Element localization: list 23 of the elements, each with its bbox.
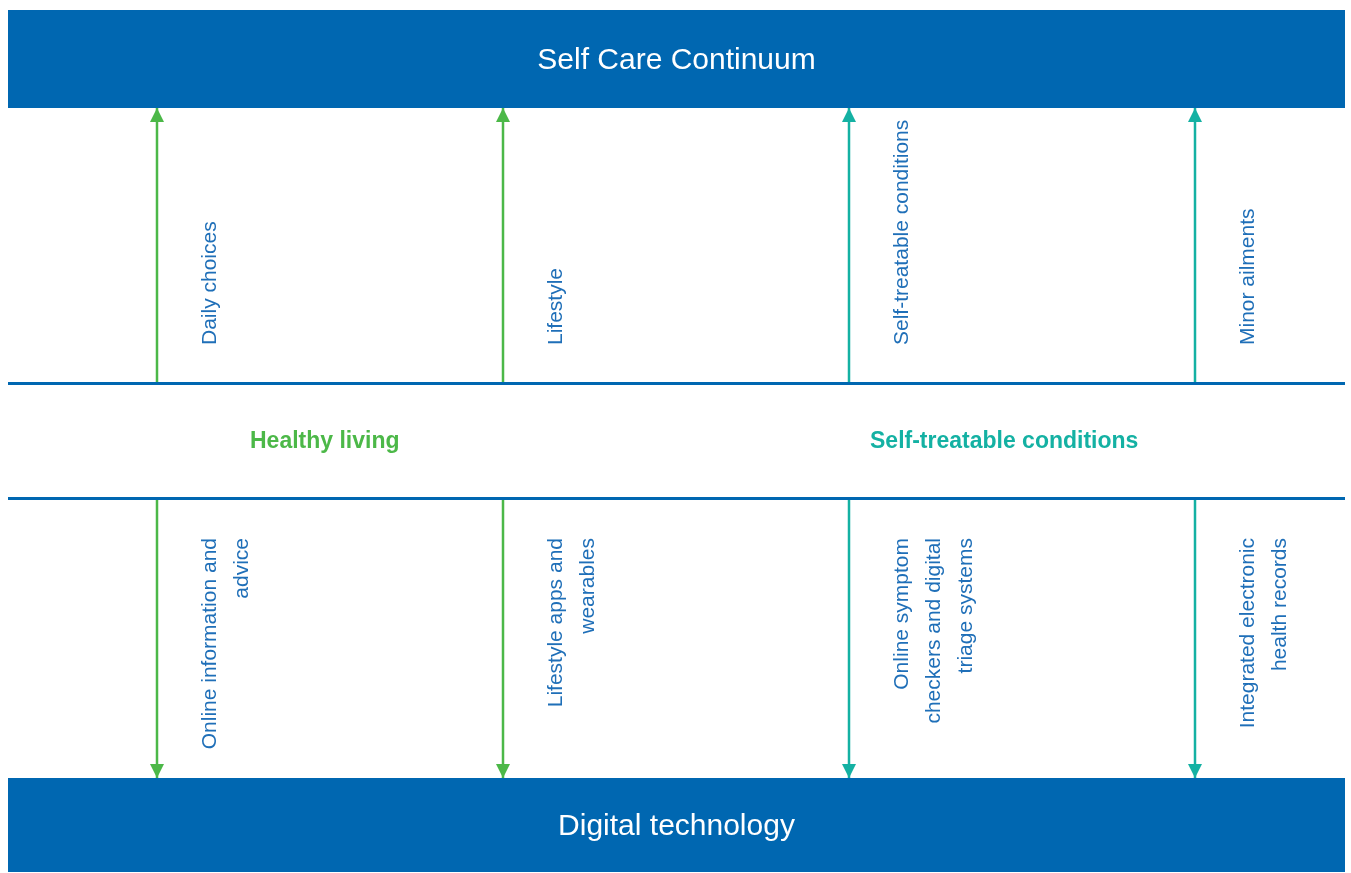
edge-label: Lifestyle apps and wearables xyxy=(542,538,599,710)
arrow xyxy=(842,500,856,778)
category-label: Self-treatable conditions xyxy=(870,427,1139,454)
edge-label: Integrated electronic health records xyxy=(1234,538,1291,731)
arrow xyxy=(496,108,510,382)
edge-label: Daily choices xyxy=(196,220,221,345)
band-title: Self Care Continuum xyxy=(537,42,816,76)
arrow xyxy=(150,500,164,778)
edge-label: Lifestyle xyxy=(542,266,567,345)
band-title: Digital technology xyxy=(558,808,795,842)
arrow xyxy=(496,500,510,778)
edge-label: Minor ailments xyxy=(1234,207,1259,345)
category-label: Healthy living xyxy=(250,427,400,454)
header-band xyxy=(8,778,1345,872)
arrow xyxy=(1188,108,1202,382)
arrow xyxy=(842,108,856,382)
edge-label: Online symptom checkers and digital triage systems xyxy=(888,538,977,726)
edge-label: Self-treatable conditions xyxy=(888,118,913,345)
arrow xyxy=(150,108,164,382)
header-band xyxy=(8,10,1345,108)
arrow xyxy=(1188,500,1202,778)
category-band xyxy=(8,382,1345,500)
edge-label: Online information and advice xyxy=(196,538,253,752)
